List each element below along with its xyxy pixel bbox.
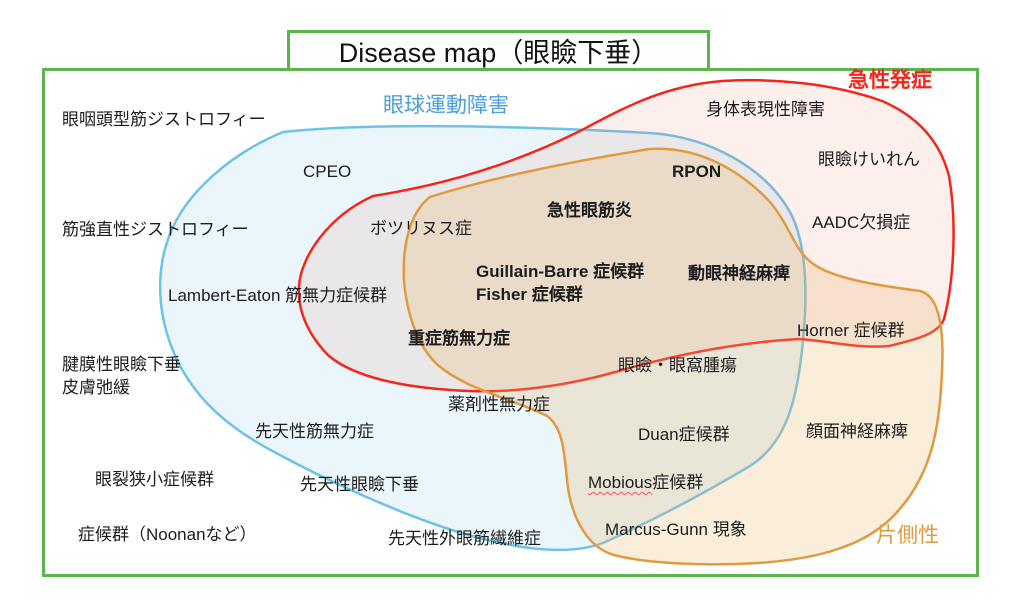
mobius-jp-text: 症候群 — [652, 473, 704, 492]
label-facial-palsy: 顔面神経麻痺 — [806, 422, 908, 441]
label-drug-induced-myasthenia: 薬剤性無力症 — [448, 395, 550, 414]
label-oculomotor-palsy: 動眼神経麻痺 — [688, 264, 790, 283]
label-mobius-syndrome: Mobious症候群 — [588, 473, 703, 493]
label-lid-orbital-tumor: 眼瞼・眼窩腫瘍 — [618, 356, 737, 375]
mobius-latin-text: Mobious — [588, 473, 653, 492]
region-label-eye-movement: 眼球運動障害 — [383, 94, 509, 117]
region-label-unilateral: 片側性 — [876, 524, 939, 547]
label-congenital-ptosis: 先天性眼瞼下垂 — [300, 475, 419, 494]
label-aponeurotic-ptosis: 腱膜性眼瞼下垂 — [62, 355, 181, 374]
eye-movement-region-shape — [158, 124, 807, 552]
acute-onset-region-shape — [297, 78, 955, 393]
label-cfeom: 先天性外眼筋繊維症 — [388, 529, 541, 548]
label-botulism: ボツリヌス症 — [370, 219, 472, 238]
label-noonan-syndrome: 症候群（Noonanなど） — [78, 525, 257, 544]
label-lambert-eaton: Lambert-Eaton 筋無力症候群 — [168, 286, 388, 305]
label-horner-syndrome: Horner 症候群 — [797, 321, 905, 340]
label-guillain-barre: Guillain-Barre 症候群 — [476, 262, 645, 281]
label-acute-ocular-myositis: 急性眼筋炎 — [547, 201, 632, 220]
label-fisher-syndrome: Fisher 症候群 — [476, 285, 583, 304]
label-rpon: RPON — [672, 162, 722, 181]
label-myasthenia-gravis: 重症筋無力症 — [408, 329, 510, 348]
label-marcus-gunn: Marcus-Gunn 現象 — [605, 520, 747, 539]
label-somatic-symptom-disorder: 身体表現性障害 — [706, 100, 825, 119]
label-cpeo: CPEO — [303, 162, 352, 181]
label-myotonic-dystrophy: 筋強直性ジストロフィー — [62, 220, 249, 239]
label-blepharophimosis: 眼裂狭小症候群 — [95, 470, 214, 489]
label-congenital-myasthenia: 先天性筋無力症 — [255, 422, 374, 441]
unilateral-region-shape — [402, 147, 944, 566]
label-dermatochalasis: 皮膚弛緩 — [62, 378, 130, 397]
region-label-acute-onset: 急性発症 — [848, 69, 932, 92]
label-blepharospasm: 眼瞼けいれん — [818, 150, 920, 169]
label-aadc-deficiency: AADC欠損症 — [812, 213, 911, 232]
label-oculopharyngeal-dystrophy: 眼咽頭型筋ジストロフィー — [62, 110, 266, 129]
label-duane-syndrome: Duan症候群 — [638, 425, 730, 444]
map-title: Disease map（眼瞼下垂） — [287, 30, 710, 71]
